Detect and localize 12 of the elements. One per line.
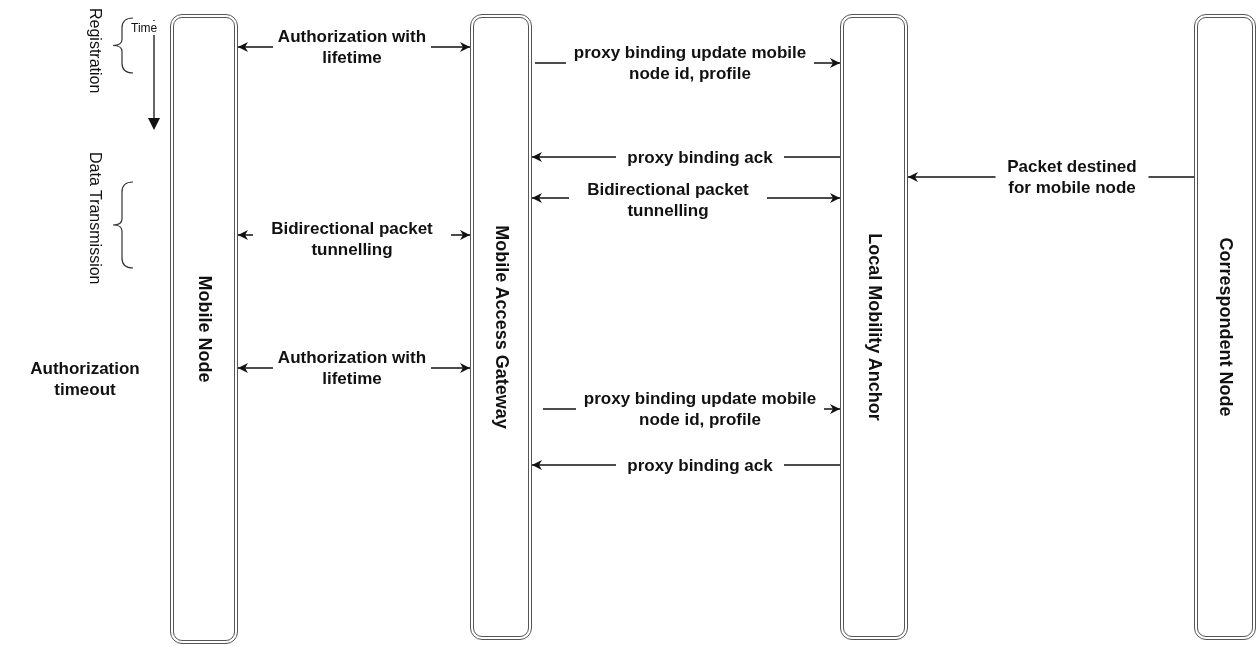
phase-label: Data Transmission <box>86 152 104 285</box>
lifeline-bar <box>840 14 908 640</box>
lifeline-bar <box>170 14 238 644</box>
axis-label: Time <box>131 21 158 35</box>
note-label: Authorization timeout <box>29 358 141 400</box>
lifeline-title: Local Mobility Anchor <box>863 233 885 421</box>
lifeline-title: Mobile Node <box>193 275 215 383</box>
lifeline-bar <box>470 14 532 640</box>
phase-label: Registration <box>86 8 104 94</box>
lifeline-title: Mobile Access Gateway <box>490 225 512 429</box>
lifeline-title: Correspondent Node <box>1214 237 1236 417</box>
lifeline-bar <box>1194 14 1256 640</box>
